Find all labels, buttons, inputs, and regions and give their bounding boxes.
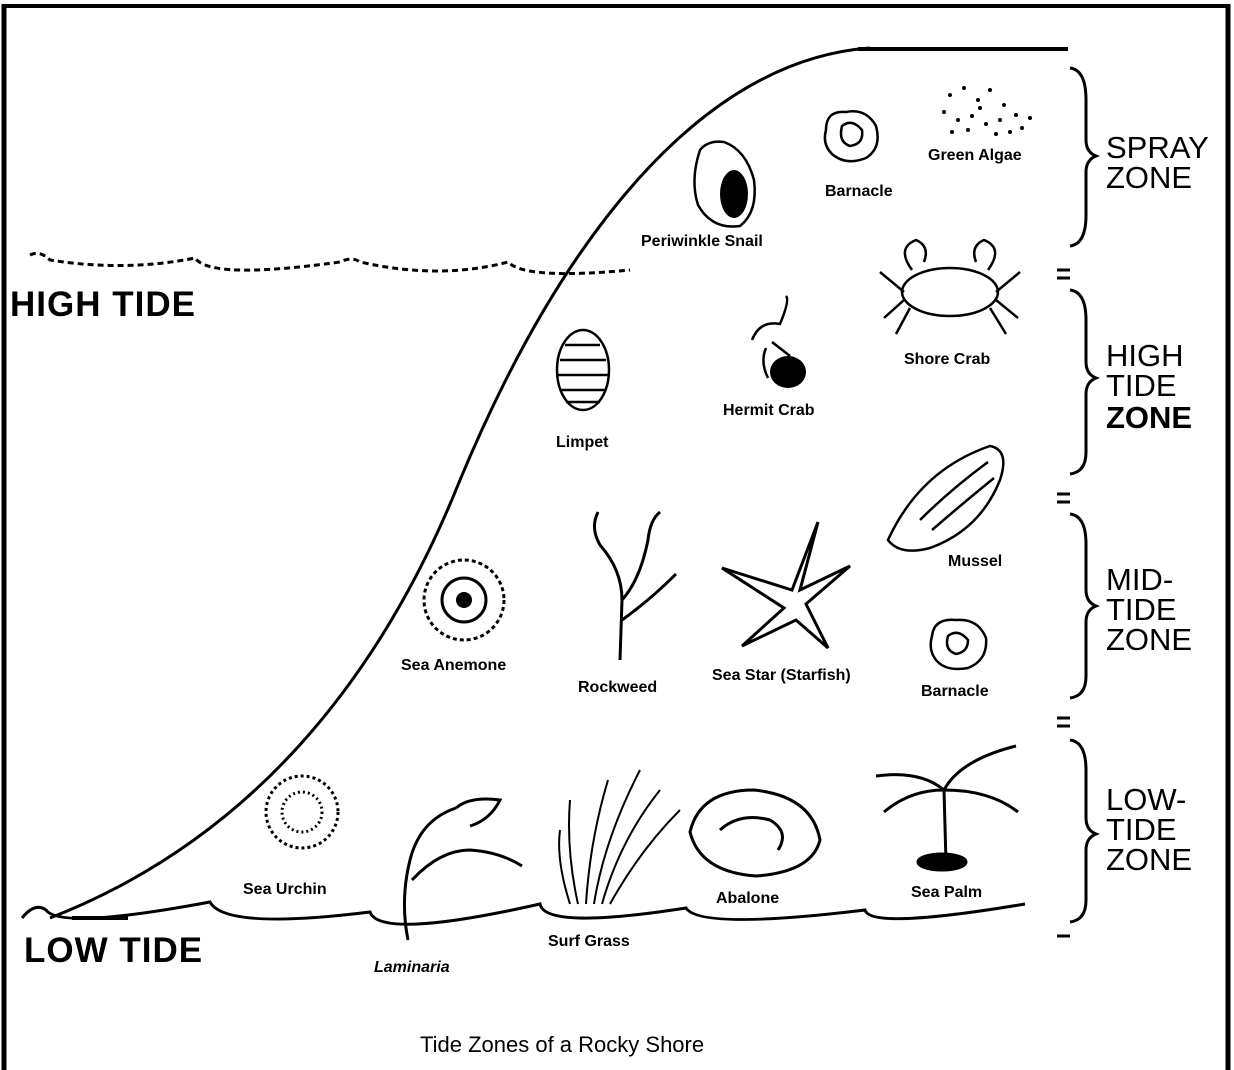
high-tide-label: HIGH TIDE: [10, 285, 196, 324]
diagram-border: [4, 4, 1228, 1070]
organism-label: Periwinkle Snail: [641, 233, 763, 250]
organism-label: Surf Grass: [548, 933, 630, 950]
organism-label: Sea Palm: [911, 884, 982, 901]
surf-grass-illustration: [559, 770, 680, 904]
hermit-crab-illustration: [752, 296, 806, 388]
spray-zone-label: SPRAY ZONE: [1106, 130, 1209, 195]
limpet-illustration: [557, 330, 609, 410]
shore-crab-illustration: [880, 240, 1020, 334]
organism-label: Green Algae: [928, 147, 1022, 164]
svg-text:TIDE: TIDE: [1106, 368, 1177, 403]
organism-label: Shore Crab: [904, 351, 990, 368]
high-tide-zone-brace: [1070, 290, 1096, 474]
svg-text:ZONE: ZONE: [1106, 400, 1192, 435]
rockweed-illustration: [594, 512, 676, 660]
organism-label: Barnacle: [921, 683, 989, 700]
low-tide-label: LOW TIDE: [24, 931, 203, 970]
organism-label: Laminaria: [374, 959, 450, 976]
abalone-illustration: [690, 790, 820, 876]
low-tide-zone-label: LOW- TIDE ZONE: [1106, 782, 1192, 877]
organism-label: Sea Star (Starfish): [712, 667, 851, 684]
organism-label: Hermit Crab: [723, 402, 815, 419]
sea-anemone-illustration: [424, 560, 504, 640]
diagram-caption: Tide Zones of a Rocky Shore: [420, 1032, 704, 1057]
mussel-illustration: [888, 446, 1003, 551]
barnacle-top-illustration: [825, 111, 878, 161]
zone-separators: [1057, 270, 1070, 936]
zone-braces: [1070, 68, 1096, 922]
high-tide-waterline: [30, 253, 630, 273]
shore-profile-curve: [50, 48, 870, 918]
organism-label: Mussel: [948, 553, 1002, 570]
mid-tide-zone-brace: [1070, 514, 1096, 698]
green-algae-illustration: [942, 86, 1032, 136]
spray-zone-brace: [1070, 68, 1096, 246]
organism-label: Limpet: [556, 434, 609, 451]
sea-urchin-illustration: [266, 776, 338, 848]
organism-label: Sea Anemone: [401, 657, 506, 674]
mid-tide-zone-label: MID- TIDE ZONE: [1106, 562, 1192, 657]
periwinkle-snail-illustration: [694, 142, 754, 227]
svg-text:ZONE: ZONE: [1106, 622, 1192, 657]
organism-label: Barnacle: [825, 183, 893, 200]
organism-label: Rockweed: [578, 679, 657, 696]
svg-text:ZONE: ZONE: [1106, 160, 1192, 195]
barnacle-mid-illustration: [931, 620, 987, 669]
low-tide-seafloor: [22, 902, 1025, 924]
high-tide-zone-label: HIGH TIDE ZONE: [1106, 338, 1192, 435]
organism-label: Abalone: [716, 890, 779, 907]
low-tide-zone-brace: [1070, 740, 1096, 922]
organism-label: Sea Urchin: [243, 881, 327, 898]
sea-star-illustration: [722, 522, 850, 648]
sea-palm-illustration: [876, 746, 1018, 870]
svg-text:ZONE: ZONE: [1106, 842, 1192, 877]
